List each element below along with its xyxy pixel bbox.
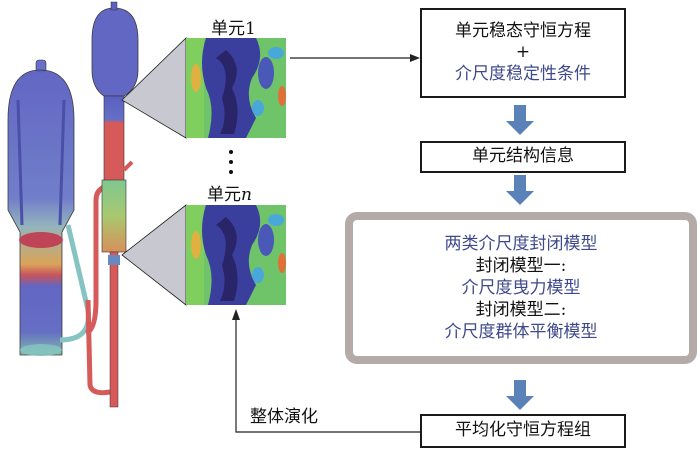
box3-model1-name: 介尺度曳力模型 <box>461 277 581 298</box>
box2-text: 单元结构信息 <box>472 146 574 167</box>
box3-title: 两类介尺度封闭模型 <box>444 233 598 254</box>
feedback-line <box>235 318 420 433</box>
riser-vessel <box>91 1 139 408</box>
regenerator-vessel <box>7 59 75 356</box>
box-cell-structure-info: 单元结构信息 <box>420 141 626 173</box>
blue-arrow-3 <box>506 380 534 410</box>
box1-line2: 介尺度稳定性条件 <box>455 63 591 84</box>
cell-n-label-prefix: 单元 <box>207 185 241 205</box>
cell-n-label: 单元n <box>207 180 252 205</box>
box4-text: 平均化守恒方程组 <box>455 420 591 441</box>
blue-arrow-2 <box>506 175 534 205</box>
box-closure-models: 两类介尺度封闭模型 封闭模型一: 介尺度曳力模型 封闭模型二: 介尺度群体平衡模… <box>345 212 697 364</box>
cell-n-image <box>186 205 286 305</box>
cell-1-image <box>186 38 286 138</box>
box-steady-state-equations: 单元稳态守恒方程 + 介尺度稳定性条件 <box>420 8 626 98</box>
arrow-head-up <box>232 309 240 320</box>
dot <box>229 150 233 154</box>
box1-line1: 单元稳态守恒方程 <box>455 21 591 42</box>
reactor-illustration <box>7 1 187 408</box>
arrow-head-right <box>410 54 420 62</box>
dot <box>229 170 233 174</box>
dot <box>229 160 233 164</box>
box3-model2-label: 封闭模型二: <box>475 300 567 321</box>
cell-n-label-suffix: n <box>241 185 252 205</box>
box-averaged-equations: 平均化守恒方程组 <box>420 414 626 448</box>
cell-1-label: 单元1 <box>211 19 256 39</box>
box1-plus: + <box>515 42 531 63</box>
blue-arrow-1 <box>506 105 534 135</box>
box3-model2-name: 介尺度群体平衡模型 <box>444 322 598 343</box>
box3-model1-label: 封闭模型一: <box>475 255 567 276</box>
ellipsis-dots <box>229 150 235 180</box>
feedback-label: 整体演化 <box>250 407 318 427</box>
